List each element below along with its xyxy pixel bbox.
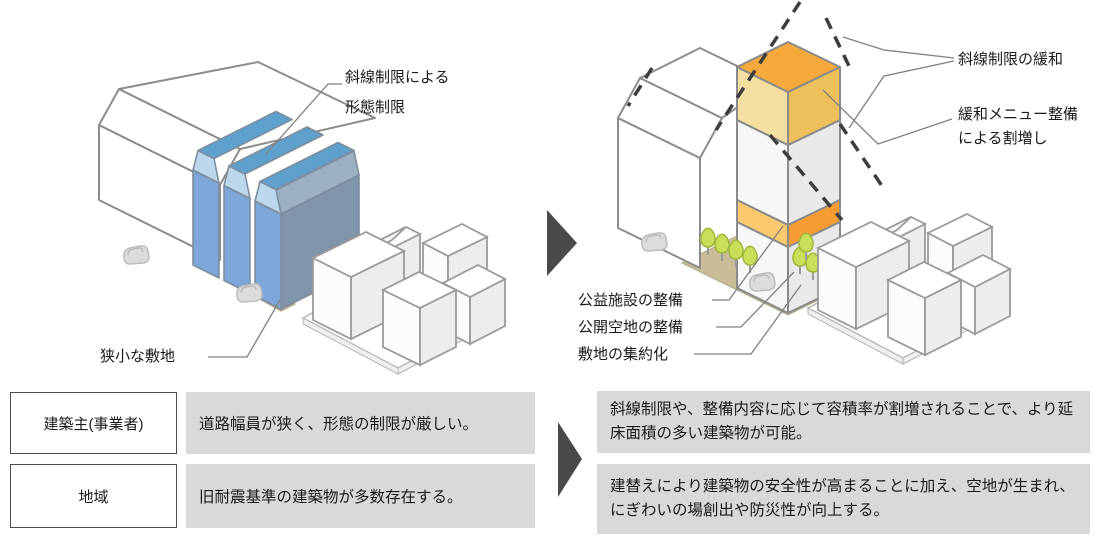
label-bonus-line2: による割増し xyxy=(958,130,1048,147)
row-label-area-text: 地域 xyxy=(78,488,109,506)
row-desc-owner: 道路幅員が狭く、形態の制限が厳しい。 xyxy=(186,392,535,454)
row-label-owner-text: 建築主(事業者) xyxy=(43,415,144,433)
car-icon xyxy=(749,272,776,292)
slant-restriction-dashed-lines xyxy=(626,1,884,222)
arrow-right-bottom xyxy=(558,422,582,497)
label-restriction-line1: 斜線制限による xyxy=(345,69,450,86)
result-box-safety-text: 建替えにより建築物の安全性が高まることに加え、空地が生まれ、にぎわいの場創出や防… xyxy=(610,477,1075,519)
row-desc-area-text: 旧耐震基準の建築物が多数存在する。 xyxy=(199,489,463,506)
illustration: 斜線制限による 形態制限 狭小な敷地 xyxy=(98,1,1078,375)
label-relaxation: 斜線制限の緩和 xyxy=(958,51,1063,68)
label-bonus-line1: 緩和メニュー整備 xyxy=(958,106,1078,123)
leader-lines xyxy=(694,36,955,355)
result-box-floor-area: 斜線制限や、整備内容に応じて容積率が割増されることで、より延床面積の多い建築物が… xyxy=(597,391,1090,453)
result-box-safety: 建替えにより建築物の安全性が高まることに加え、空地が生まれ、にぎわいの場創出や防… xyxy=(597,464,1090,534)
car-icon xyxy=(123,245,150,265)
row-label-area: 地域 xyxy=(10,464,177,528)
car-icon xyxy=(641,232,668,252)
leader-small-site xyxy=(208,299,281,358)
label-public-facility: 公益施設の整備 xyxy=(578,292,683,309)
right-diagram: 斜線制限の緩和 緩和メニュー整備 による割増し 公益施設の整備 公開空地の整備 … xyxy=(578,1,1078,365)
blue-restricted-building xyxy=(192,110,360,310)
row-desc-owner-text: 道路幅員が狭く、形態の制限が厳しい。 xyxy=(199,416,479,433)
arrow-right-top xyxy=(547,210,577,276)
car-icon xyxy=(236,283,263,303)
cap-top xyxy=(736,41,841,93)
label-restriction-line2: 形態制限 xyxy=(345,99,405,116)
row-label-owner: 建築主(事業者) xyxy=(10,392,177,454)
label-site-consolidation: 敷地の集約化 xyxy=(578,345,668,363)
label-small-site: 狭小な敷地 xyxy=(100,347,175,365)
label-open-space: 公開空地の整備 xyxy=(578,319,683,336)
large-building-left xyxy=(98,61,376,261)
result-box-floor-area-text: 斜線制限や、整備内容に応じて容積率が割増されることで、より延床面積の多い建築物が… xyxy=(610,400,1074,442)
leader-restriction xyxy=(265,83,342,155)
row-desc-area: 旧耐震基準の建築物が多数存在する。 xyxy=(186,464,535,528)
left-diagram: 斜線制限による 形態制限 狭小な敷地 xyxy=(98,61,506,375)
